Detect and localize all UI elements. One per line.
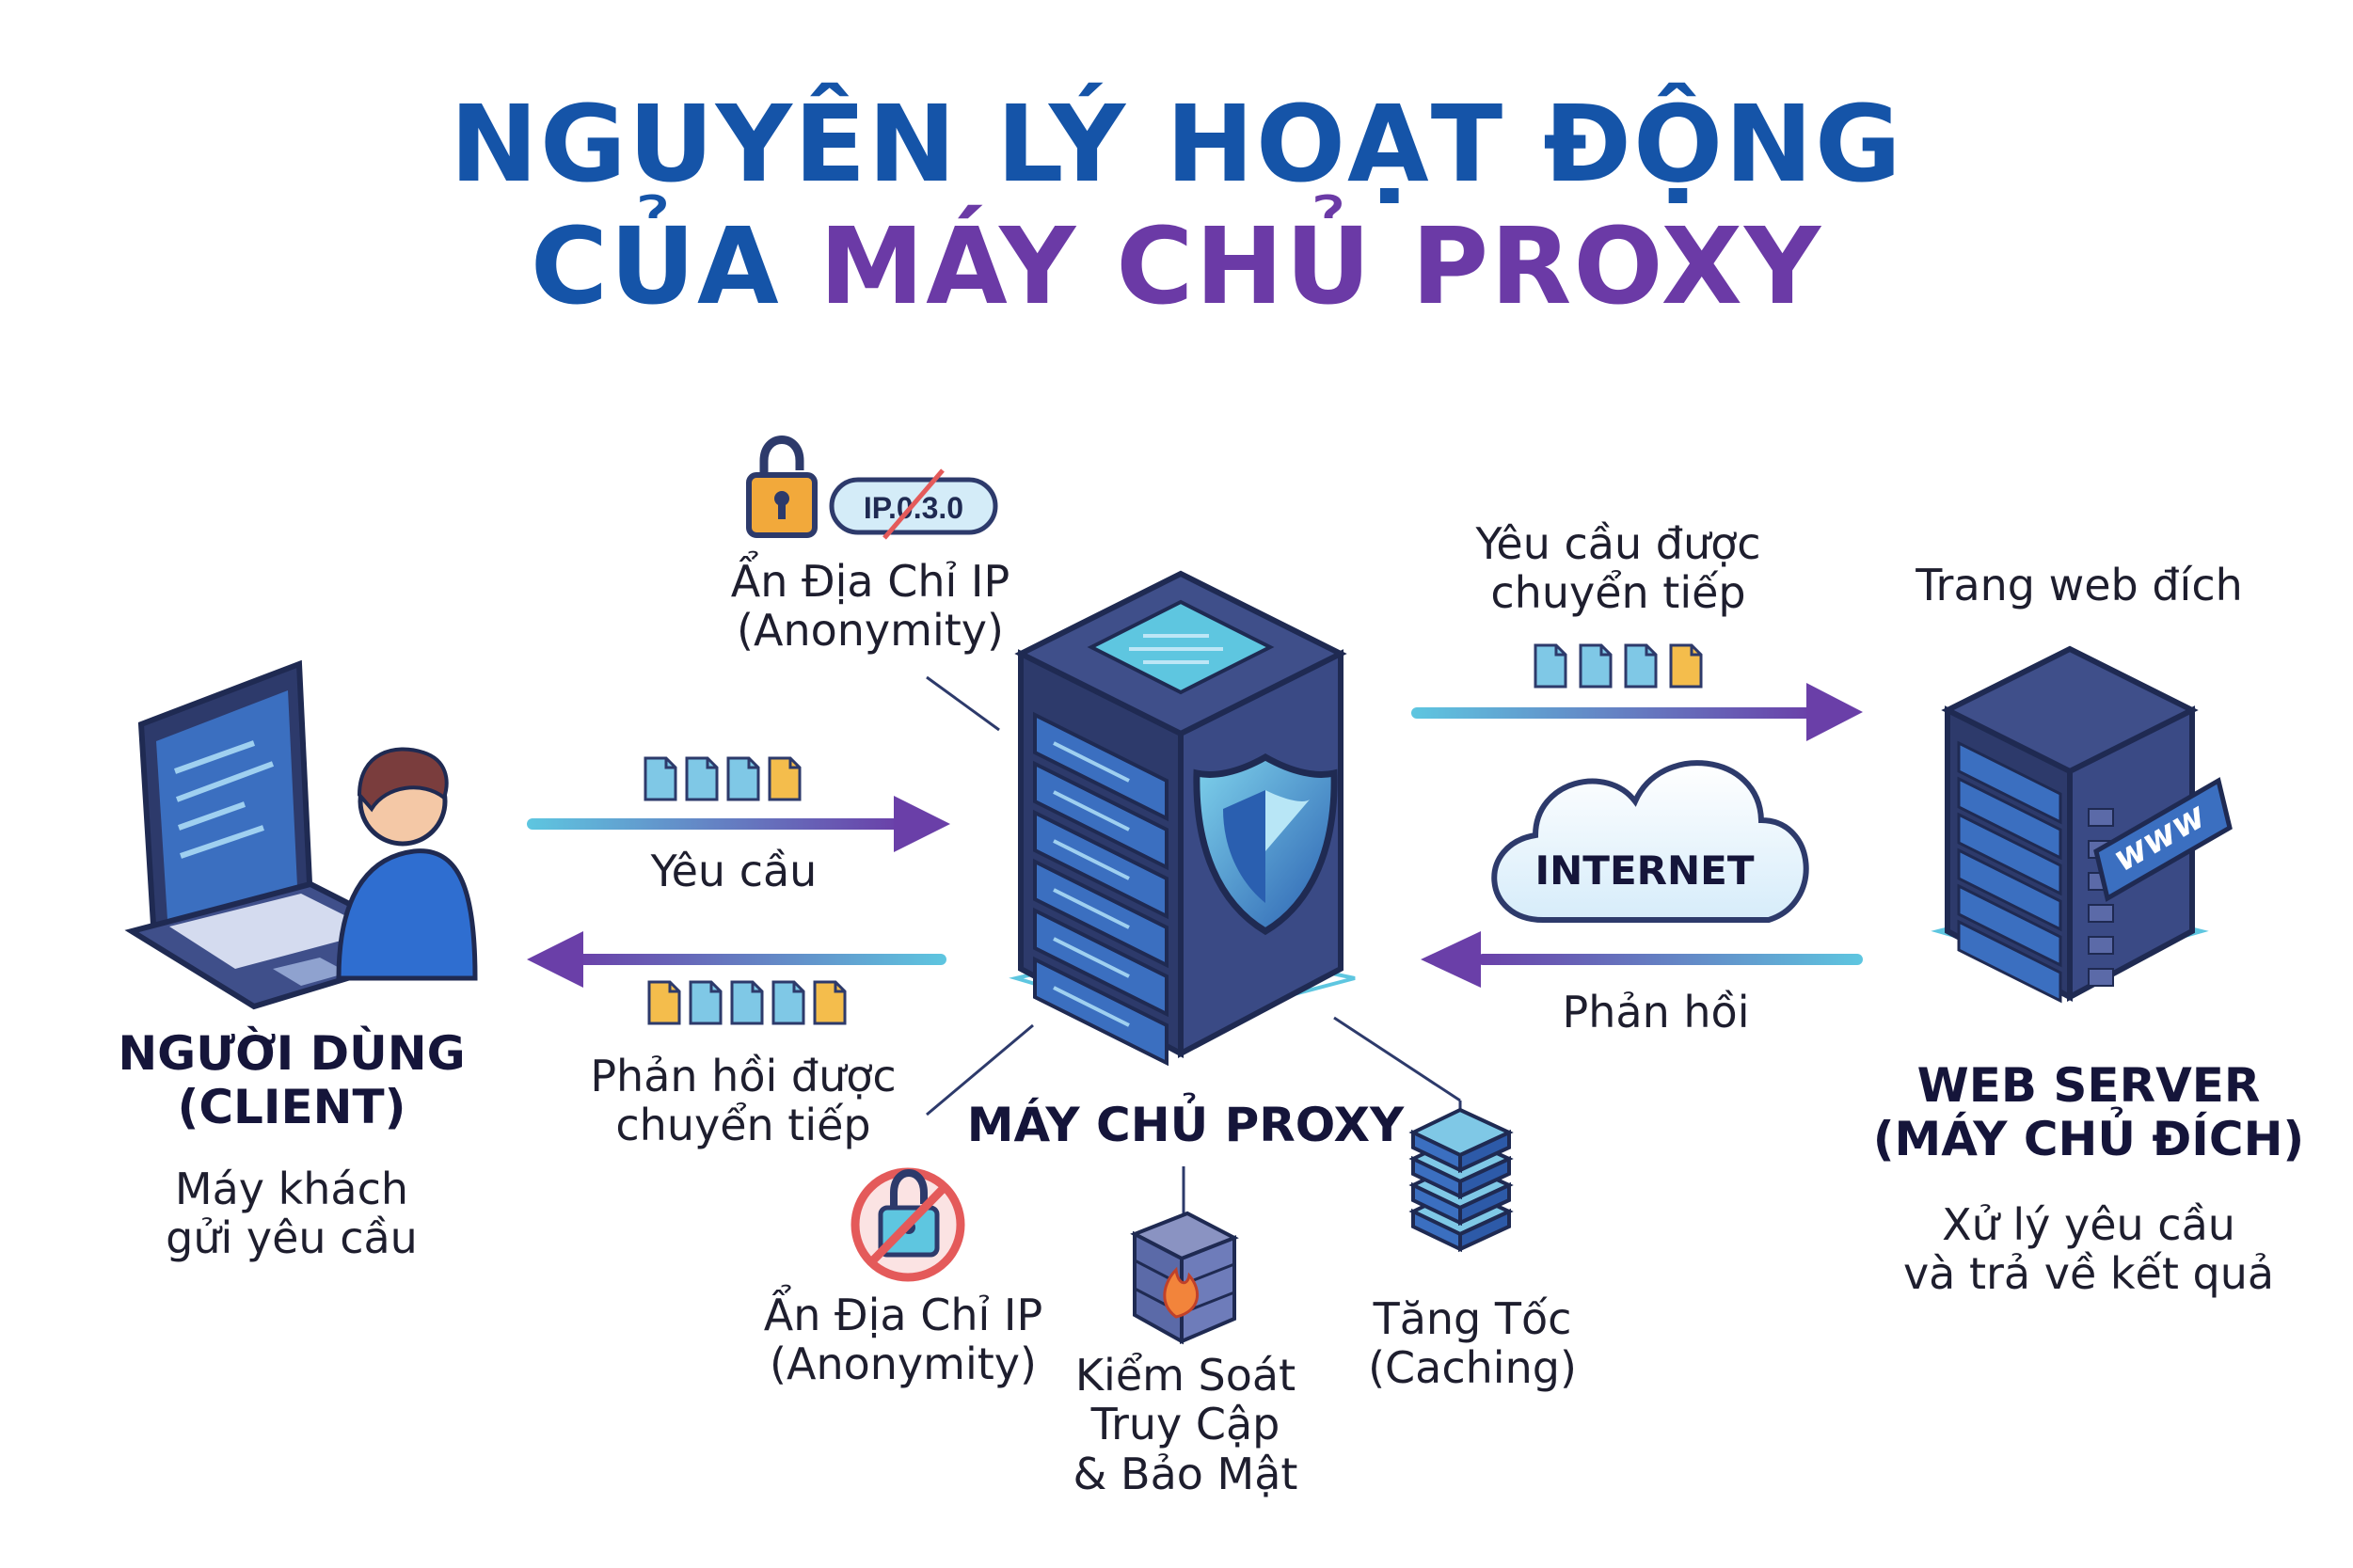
- server-slot: [1957, 776, 2062, 861]
- server-heading-line-1: WEB SERVER: [1916, 1058, 2261, 1113]
- top-anonymity-line-1: Ẩn Địa Chỉ IP: [730, 556, 1010, 607]
- server-heading-line-2: (MÁY CHỦ ĐÍCH): [1872, 1112, 2305, 1166]
- server-slot: [1957, 740, 2062, 825]
- server-description: Xử lý yêu cầu và trả về kết quả: [1872, 1200, 2305, 1299]
- response-arrow-to-client: [527, 931, 946, 988]
- connector-line: [926, 675, 1000, 732]
- anonymity-feature-line-1: Ẩn Địa Chỉ IP: [763, 1290, 1043, 1340]
- forwarded-request-label: Yêu cầu được chuyển tiếp: [1449, 519, 1788, 618]
- document-icon: [813, 980, 847, 1025]
- svg-text:IP.0.3.0: IP.0.3.0: [864, 491, 963, 525]
- server-desc-line-2: và trả về kết quả: [1902, 1248, 2275, 1300]
- no-sign-icon: [851, 1167, 965, 1282]
- response-documents: [647, 980, 847, 1025]
- server-button: [2088, 968, 2114, 987]
- caching-feature-line-2: (Caching): [1368, 1342, 1577, 1394]
- cache-layer-side: [1458, 1155, 1511, 1200]
- forwarded-response-line-2: chuyển tiếp: [615, 1100, 871, 1151]
- server-desc-line-1: Xử lý yêu cầu: [1942, 1199, 2235, 1250]
- shield-icon: [1193, 752, 1338, 936]
- client-heading-line-1: NGƯỜI DÙNG: [118, 1026, 466, 1081]
- cache-layer-side: [1458, 1208, 1511, 1253]
- caching-feature-label: Tăng Tốc (Caching): [1336, 1294, 1609, 1393]
- slot-light: [1053, 741, 1130, 783]
- cache-stack-icon: [1408, 1107, 1514, 1253]
- forwarded-response-label: Phản hồi được chuyển tiếp: [564, 1052, 922, 1150]
- page-title-line-2: CỦA MÁY CHỦ PROXY: [0, 214, 2353, 320]
- server-slots: [1957, 740, 2114, 1004]
- client-description: Máy khách gửi yêu cầu: [122, 1164, 461, 1263]
- padlock-icon: [746, 436, 818, 538]
- access-feature-line-2: Truy Cập: [1090, 1399, 1280, 1450]
- internet-label: INTERNET: [1535, 847, 1755, 894]
- caching-feature-line-1: Tăng Tốc: [1373, 1293, 1572, 1344]
- top-anonymity-line-2: (Anonymity): [737, 605, 1004, 657]
- anonymity-feature-label: Ẩn Địa Chỉ IP (Anonymity): [743, 1291, 1063, 1389]
- user-icon: [336, 747, 478, 981]
- document-icon: [644, 756, 677, 801]
- anonymity-feature-line-2: (Anonymity): [770, 1338, 1037, 1390]
- document-icon: [1669, 643, 1703, 689]
- firewall-icon: [1130, 1211, 1239, 1345]
- connector-line: [1333, 1016, 1461, 1102]
- document-icon: [1624, 643, 1658, 689]
- server-slot: [1957, 919, 2062, 1004]
- document-icon: [689, 980, 723, 1025]
- client-desc-line-1: Máy khách: [174, 1164, 409, 1214]
- response-label: Phản hồi: [1562, 987, 1750, 1037]
- forwarded-request-arrow: [1411, 683, 1863, 741]
- client-heading-line-2: (CLIENT): [177, 1080, 406, 1134]
- cache-layer-side: [1458, 1181, 1511, 1227]
- document-icon: [1579, 643, 1613, 689]
- response-arrow-to-proxy: [1421, 931, 1863, 988]
- document-icon: [685, 756, 719, 801]
- access-feature-line-3: & Bảo Mật: [1073, 1448, 1298, 1499]
- server-heading: WEB SERVER (MÁY CHỦ ĐÍCH): [1853, 1059, 2324, 1166]
- slot-light: [1053, 839, 1130, 880]
- forwarded-request-documents: [1534, 643, 1703, 689]
- document-icon: [647, 980, 681, 1025]
- forwarded-request-line-2: chuyển tiếp: [1490, 567, 1746, 619]
- client-desc-line-2: gửi yêu cầu: [166, 1212, 418, 1264]
- access-feature-line-1: Kiểm Soát: [1074, 1350, 1296, 1401]
- client-heading: NGƯỜI DÙNG (CLIENT): [94, 1027, 489, 1134]
- document-icon: [768, 756, 802, 801]
- proxy-heading: MÁY CHỦ PROXY: [966, 1098, 1405, 1152]
- server-button: [2088, 904, 2114, 923]
- document-icon: [771, 980, 805, 1025]
- server-slot: [1957, 883, 2062, 968]
- server-button: [2088, 936, 2114, 955]
- slot-light: [1053, 790, 1130, 832]
- slot-light: [1053, 986, 1130, 1027]
- document-icon: [1534, 643, 1567, 689]
- server-slots: [1033, 711, 1169, 1067]
- server-button: [2088, 808, 2114, 827]
- forwarded-response-line-1: Phản hồi được: [590, 1051, 897, 1101]
- title-highlight: MÁY CHỦ PROXY: [819, 206, 1823, 328]
- document-icon: [726, 756, 760, 801]
- connector-line: [926, 1023, 1034, 1117]
- ip-badge: IP.0.3.0: [829, 468, 998, 540]
- top-anonymity-label: Ẩn Địa Chỉ IP (Anonymity): [715, 557, 1025, 656]
- document-icon: [730, 980, 764, 1025]
- request-arrow: [527, 796, 950, 852]
- slot-light: [1053, 888, 1130, 929]
- access-feature-label: Kiểm Soát Truy Cập & Bảo Mật: [1035, 1350, 1336, 1499]
- server-slot: [1957, 847, 2062, 932]
- title-prefix: CỦA: [530, 206, 781, 328]
- cloud-icon: INTERNET: [1491, 760, 1809, 923]
- server-slot: [1957, 812, 2062, 896]
- server-caption: Trang web đích: [1916, 560, 2243, 610]
- slot-light: [1053, 937, 1130, 978]
- request-label: Yêu cầu: [650, 846, 818, 896]
- cache-layer-side: [1458, 1129, 1511, 1174]
- page-title-line-1: NGUYÊN LÝ HOẠT ĐỘNG: [450, 84, 1903, 206]
- forwarded-request-line-1: Yêu cầu được: [1475, 518, 1761, 569]
- request-documents: [644, 756, 802, 801]
